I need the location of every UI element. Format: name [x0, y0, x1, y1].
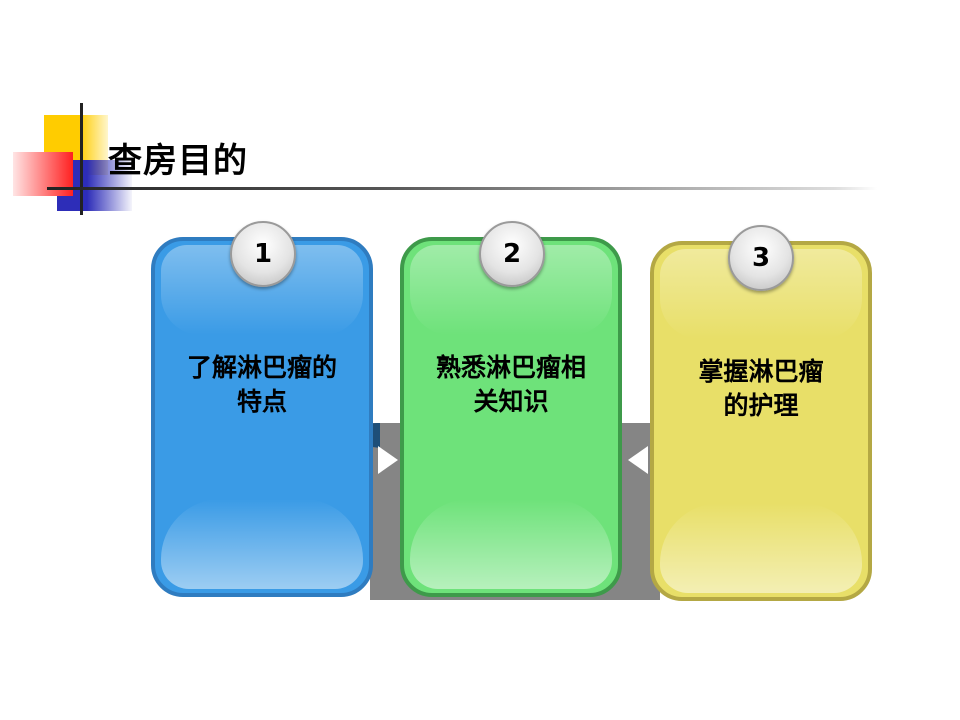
- number-badge-1: 1: [230, 221, 296, 287]
- number-badge-2: 2: [479, 221, 545, 287]
- title-underline: [47, 187, 877, 190]
- card-3-line1: 掌握淋巴瘤: [698, 357, 824, 386]
- decor-vertical-line: [80, 103, 83, 215]
- card-2-line2: 关知识: [473, 387, 549, 416]
- card-2: 熟悉淋巴瘤相关知识: [400, 237, 622, 597]
- card-1: 了解淋巴瘤的特点: [151, 237, 373, 597]
- card-2-line1: 熟悉淋巴瘤相: [435, 353, 586, 382]
- card-3: 掌握淋巴瘤的护理: [650, 241, 872, 601]
- card-1-line1: 了解淋巴瘤的: [186, 353, 337, 382]
- number-badge-3: 3: [728, 225, 794, 291]
- card-3-line2: 的护理: [723, 391, 799, 420]
- slide-title: 查房目的: [108, 141, 248, 181]
- card-1-line2: 特点: [236, 387, 287, 416]
